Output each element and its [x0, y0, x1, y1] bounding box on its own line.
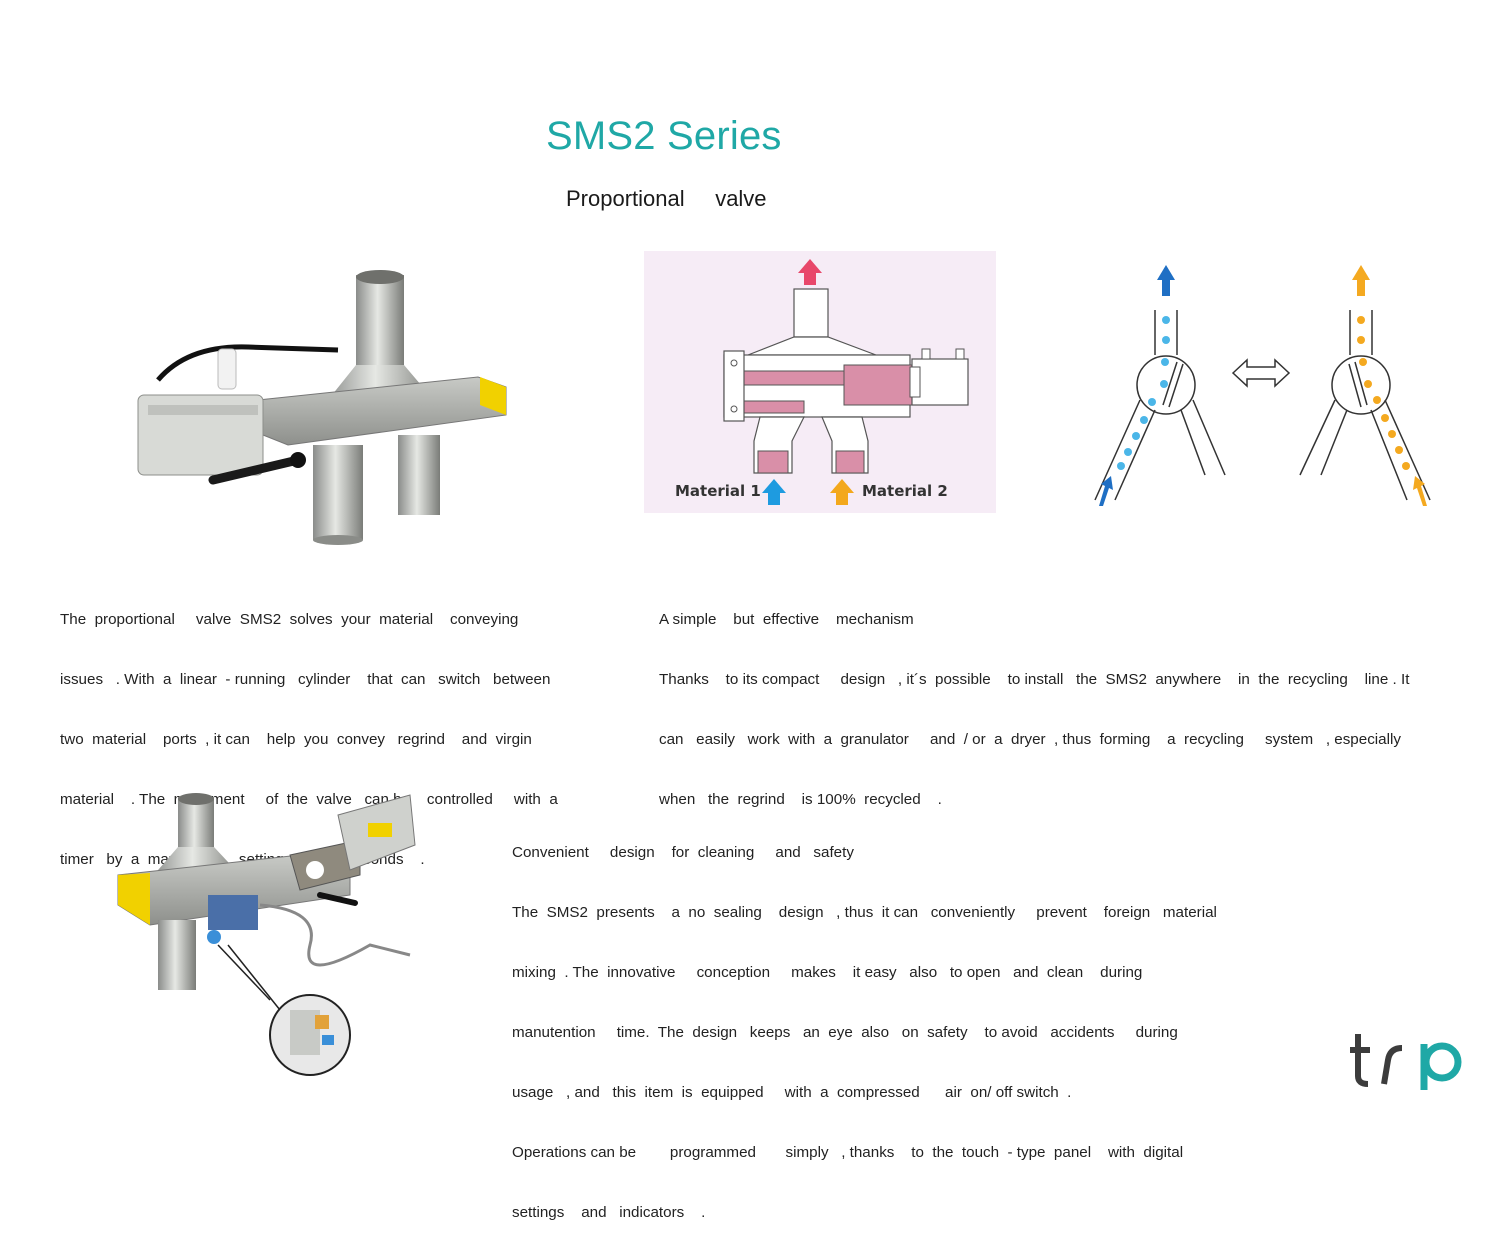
page-title: SMS2 Series: [546, 114, 782, 158]
page-subtitle: Proportional valve: [566, 186, 767, 211]
design-line: The SMS2 presents a no sealing design , …: [512, 904, 1217, 921]
material1-arrow-icon: [762, 479, 786, 505]
flow-switch-diagram: [1094, 265, 1431, 506]
material2-arrow-icon: [830, 479, 854, 505]
intro-paragraph: The proportional valve SMS2 solves your …: [60, 570, 558, 890]
outlet-arrow-icon: [798, 259, 822, 285]
mechanism-line: Thanks to its compact design , it´s poss…: [659, 671, 1410, 688]
valve-open-product-photo: [117, 793, 416, 1076]
mechanism-paragraph: A simple but effective mechanism Thanks …: [659, 570, 1409, 830]
mechanism-line: can easily work with a granulator and / …: [659, 731, 1401, 748]
valve-product-photo: [137, 270, 507, 545]
design-paragraph: Convenient design for cleaning and safet…: [512, 803, 1217, 1243]
mechanism-line: A simple but effective mechanism: [659, 611, 914, 628]
material2-label: Material 2: [862, 482, 948, 500]
design-line: settings and indicators .: [512, 1204, 706, 1221]
intro-line: issues . With a linear - running cylinde…: [60, 671, 551, 688]
intro-line: two material ports , it can help you con…: [60, 731, 532, 748]
design-line: usage , and this item is equipped with a…: [512, 1084, 1072, 1101]
tsp-logo: [1350, 1034, 1462, 1090]
mechanism-line: when the regrind is 100% recycled .: [659, 791, 942, 808]
intro-line: The proportional valve SMS2 solves your …: [60, 611, 519, 628]
design-line: manutention time. The design keeps an ey…: [512, 1024, 1178, 1041]
design-line: Convenient design for cleaning and safet…: [512, 844, 854, 861]
design-line: Operations can be programmed simply , th…: [512, 1144, 1184, 1161]
valve-section-diagram: Material 1 Material 2: [644, 251, 996, 513]
design-line: mixing . The innovative conception makes…: [512, 964, 1143, 981]
material1-label: Material 1: [675, 482, 761, 500]
